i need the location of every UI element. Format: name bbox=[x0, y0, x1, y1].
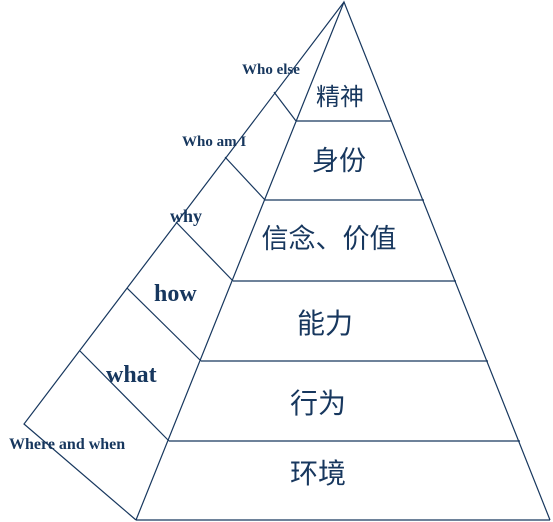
level-label-identity: 身份 bbox=[312, 146, 366, 177]
side-divider-5 bbox=[79, 350, 170, 442]
question-label-where-and-when: Where and when bbox=[9, 436, 125, 453]
pyramid-side-outline bbox=[23, 1, 345, 521]
level-label-beliefs-values: 信念、价值 bbox=[262, 224, 397, 255]
side-divider-4 bbox=[126, 287, 202, 362]
side-divider-3 bbox=[175, 221, 234, 282]
question-label-who-am-i: Who am I bbox=[182, 134, 246, 150]
level-label-behavior: 行为 bbox=[290, 387, 346, 420]
pyramid-front-outline bbox=[135, 0, 551, 521]
question-label-why: why bbox=[170, 206, 202, 226]
level-label-environment: 环境 bbox=[290, 457, 346, 490]
question-label-how: how bbox=[154, 281, 197, 307]
side-divider-2 bbox=[224, 156, 266, 201]
question-label-who-else: Who else bbox=[242, 62, 300, 78]
question-label-what: what bbox=[106, 362, 157, 388]
level-label-spirit: 精神 bbox=[316, 83, 364, 111]
side-divider-1 bbox=[273, 91, 297, 122]
level-label-capability: 能力 bbox=[297, 307, 353, 340]
